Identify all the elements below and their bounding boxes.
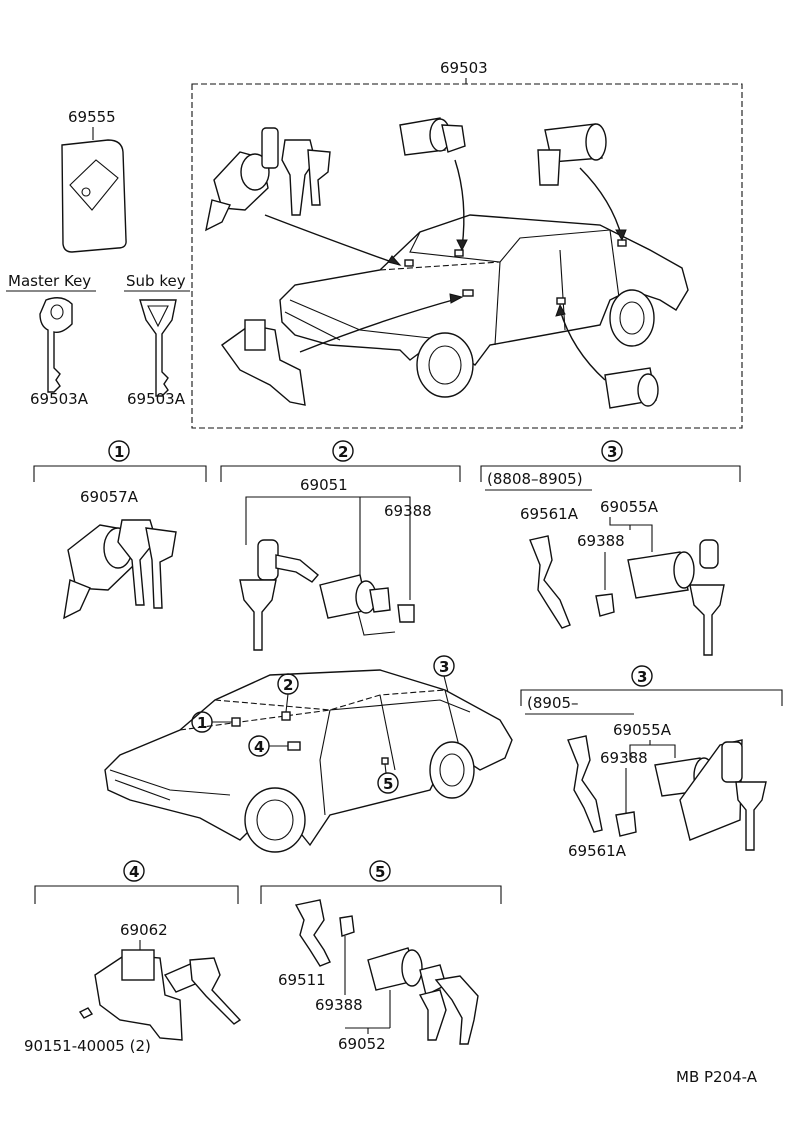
hood-lock-illustration — [221, 319, 306, 406]
kit-69503-box — [191, 83, 743, 429]
hood-lock-set-illustration — [78, 949, 242, 1041]
section-3a-group: 3 (8808–8905) 69561A 69055A 69388 — [480, 440, 741, 656]
part-69051-label: 69051 — [300, 476, 348, 494]
part-69561A-bot-label: 69561A — [568, 842, 627, 860]
part-69503A-master-label: 69503A — [30, 390, 89, 408]
part-69388-s2-label: 69388 — [384, 502, 432, 520]
callout-3-car: 3 — [439, 658, 449, 676]
section-4-group: 4 69062 90151-40005 (2) — [24, 860, 242, 1055]
trunk-lock-set-b-illustration — [567, 735, 767, 851]
callout-5-header: 5 — [375, 863, 385, 881]
part-69055A-bot-label: 69055A — [613, 721, 672, 739]
callout-3-header-b: 3 — [637, 668, 647, 686]
glovebox-lock-illustration — [399, 117, 466, 156]
section-3b-group: 3 (8905– 69055A 69388 69561A — [520, 665, 783, 860]
kit-69503-group: 69503 — [191, 59, 743, 429]
part-69388-top-label: 69388 — [577, 532, 625, 550]
car-illustration-middle — [104, 669, 513, 853]
reference-code-label: MB P204-A — [676, 1068, 758, 1086]
middle-car-callouts: 1 2 3 4 5 — [191, 655, 455, 794]
range-8808-8905-label: (8808–8905) — [487, 470, 583, 488]
car-illustration-top — [279, 214, 689, 398]
callout-4-header: 4 — [129, 863, 139, 881]
part-69503A-sub-label: 69503A — [127, 390, 186, 408]
section-1-group: 1 69057A — [33, 440, 207, 620]
callout-5-car: 5 — [383, 775, 393, 793]
range-8905-label: (8905– — [527, 694, 579, 712]
callout-4-car: 4 — [254, 738, 264, 756]
sub-key-label: Sub key — [126, 272, 186, 290]
key-set-69051-illustration — [239, 539, 415, 651]
ignition-lock-illustration — [205, 127, 331, 232]
callout-3-header-a: 3 — [607, 443, 617, 461]
part-69388-bot-label: 69388 — [600, 749, 648, 767]
ignition-switch-illustration — [63, 519, 177, 620]
part-69503-label: 69503 — [440, 59, 488, 77]
part-69561A-top-label: 69561A — [520, 505, 579, 523]
trunk-lock-set-a-illustration — [529, 535, 725, 656]
master-key-group: Master Key 69503A — [6, 272, 96, 408]
master-key-label: Master Key — [8, 272, 91, 290]
callout-1-header: 1 — [114, 443, 124, 461]
callout-1-car: 1 — [197, 714, 207, 732]
part-69555-label: 69555 — [68, 108, 116, 126]
door-lock-illustration — [604, 367, 659, 409]
part-90151-label: 90151-40005 (2) — [24, 1037, 151, 1055]
callout-2-header: 2 — [338, 443, 348, 461]
part-69057A-label: 69057A — [80, 488, 139, 506]
part-69055A-top-label: 69055A — [600, 498, 659, 516]
part-69052-label: 69052 — [338, 1035, 386, 1053]
part-69511-label: 69511 — [278, 971, 326, 989]
key-card-69555-group: 69555 — [61, 108, 127, 253]
master-key-illustration — [39, 297, 73, 393]
section-5-group: 5 69511 69388 69052 — [260, 860, 502, 1053]
sub-key-illustration — [139, 299, 177, 397]
key-card-illustration — [61, 139, 127, 253]
sub-key-group: Sub key 69503A — [124, 272, 190, 408]
door-lock-set-illustration — [294, 899, 479, 1045]
part-69062-label: 69062 — [120, 921, 168, 939]
section-2-group: 2 69051 69388 — [220, 440, 461, 651]
callout-2-car: 2 — [283, 676, 293, 694]
trunk-lock-illustration — [537, 123, 607, 186]
part-69388-s5-label: 69388 — [315, 996, 363, 1014]
